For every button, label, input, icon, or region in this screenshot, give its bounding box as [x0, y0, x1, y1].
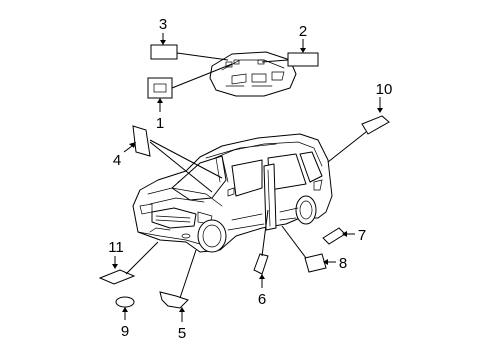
callout-numbers: 3 2 1 4 10 11 9 5 6 7 8 [108, 16, 392, 342]
callout-2: 2 [299, 23, 307, 40]
callout-7: 7 [358, 227, 366, 244]
callout-9: 9 [121, 323, 129, 340]
part-10-label [361, 115, 390, 135]
callout-6: 6 [258, 291, 266, 308]
callout-8: 8 [339, 255, 347, 272]
callout-1: 1 [156, 115, 164, 132]
leader-lines [125, 52, 367, 299]
part-3-label [150, 44, 178, 60]
callout-5: 5 [178, 325, 186, 342]
callout-4: 4 [113, 152, 121, 169]
callout-10: 10 [376, 81, 393, 98]
part-1-label [147, 77, 173, 99]
callout-11: 11 [108, 239, 124, 256]
part-2-label [287, 52, 319, 67]
part-6-label [253, 253, 269, 275]
part-9-label [115, 296, 135, 308]
part-11-label [98, 269, 136, 285]
vehicle-illustration [132, 133, 333, 253]
part-7-label [322, 227, 346, 245]
callout-3: 3 [159, 16, 167, 33]
part-8-label [304, 253, 327, 273]
callout-arrows [112, 33, 383, 322]
part-5-label [159, 291, 189, 309]
overhead-console [209, 51, 297, 97]
part-4-label [132, 125, 151, 157]
